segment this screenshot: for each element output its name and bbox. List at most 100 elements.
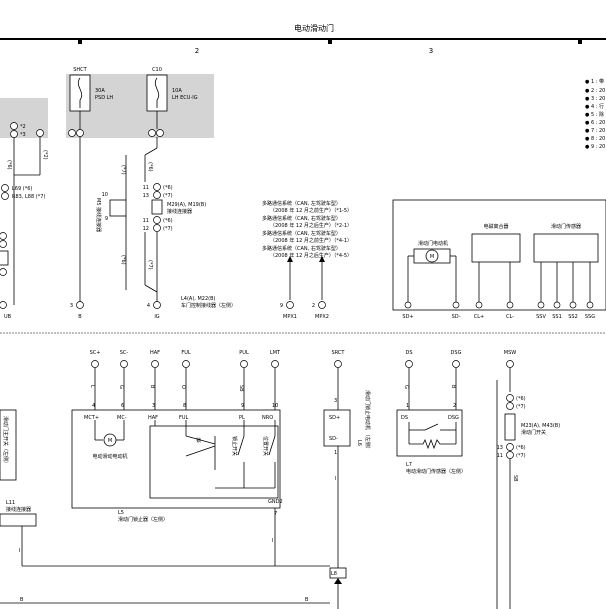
component-name: L11: [6, 500, 15, 506]
connector-pin: [334, 360, 342, 368]
wire-code: G: [403, 385, 409, 389]
fuse-element: [77, 77, 83, 108]
connector-pin: [506, 394, 514, 402]
mux-note: 多路通信系统（CAN, 右驾驶车型）: [262, 245, 341, 252]
terminal-label: UB: [4, 314, 12, 320]
pin-code: (*7): [163, 193, 173, 199]
terminal-label: IG: [154, 314, 159, 320]
arrow-icon: [319, 256, 325, 262]
pin-number: 13: [497, 445, 503, 451]
connector-pin: [537, 301, 545, 309]
connector-pin: [553, 301, 561, 309]
motor-symbol: M: [108, 438, 112, 444]
wire-marker: I: [19, 548, 20, 554]
connector-pin: [318, 301, 326, 309]
connector-pin: [0, 301, 7, 309]
l6-lock-motor: [323, 409, 351, 447]
pin-number: 2: [453, 403, 456, 409]
connector-pin: [286, 301, 294, 309]
conn-note: L69 (*6): [12, 186, 32, 192]
pin-code: (*6): [516, 445, 526, 451]
l5-pins: 4 6 3 8 9 10 MCT+ MC- HAF FUL PL NRO: [84, 403, 278, 421]
wire-code: (*6): [6, 160, 12, 170]
terminal-label: LMT: [270, 350, 281, 356]
legend-item: ● 2 : 20: [585, 88, 605, 94]
terminal-label: HAF: [150, 350, 160, 356]
pin-number: 2: [312, 303, 315, 309]
connector-pin: [452, 360, 460, 368]
legend-item: ● 3 : 20: [585, 96, 605, 102]
connector-block: [151, 199, 163, 215]
connector-pin: [452, 301, 460, 309]
ground-icon: [334, 578, 342, 584]
component-name: M23(A), M43(B): [521, 423, 560, 429]
pin-number: 3: [334, 398, 337, 404]
connector-pin: [1, 184, 9, 192]
connector-pin: [36, 129, 44, 137]
legend-item: ● 1 : 带: [585, 79, 604, 85]
terminal-label: B: [78, 314, 82, 320]
connector-pin: [586, 301, 594, 309]
connector-desc: M5 接线连接器: [95, 198, 102, 232]
pin-code: (*6): [516, 396, 526, 402]
component-desc: 电动滑动门传感器（左侧）: [406, 468, 466, 475]
mux-note: （2008 年 12 月之前生产）（*4-1）: [270, 237, 352, 244]
component-name: L5: [118, 510, 124, 516]
terminal-label: SD+: [402, 314, 413, 320]
switch-label: 锁: [196, 437, 201, 444]
terminal-label: SS2: [568, 314, 578, 320]
connector-block: [0, 250, 9, 266]
connector-pin: [0, 240, 7, 248]
pin-code: (*7): [516, 404, 526, 410]
pin-number: 1: [406, 403, 409, 409]
m23-door-switch: (*6) (*7) M23(A), M43(B) 滑动门开关 13 11 (*6…: [496, 368, 560, 609]
connector-block: [504, 413, 516, 441]
legend: ● 1 : 带 ● 2 : 20 ● 3 : 20 ● 4 : 行 ● 5 : …: [585, 79, 605, 150]
wire-code: (*7): [120, 165, 126, 175]
mux-note: 多路通信系统（CAN, 右驾驶车型）: [262, 215, 341, 222]
wire-marker: I: [272, 538, 273, 544]
l5-switch-area: [149, 425, 279, 499]
connector-pin: [76, 301, 84, 309]
pin-code: *2: [20, 124, 26, 130]
pin-number: 11: [143, 185, 149, 191]
legend-item: ● 4 : 行: [585, 103, 604, 110]
connector-pin: [240, 360, 248, 368]
switch-contact: [185, 445, 216, 457]
switch-label: 锁止开关: [231, 436, 238, 456]
left-bottom: 滑动门主开关（左侧） L11 接线连接器 I: [0, 409, 330, 567]
pin-number: 9: [241, 403, 244, 409]
pin-number: 6: [121, 403, 124, 409]
door-motor: 滑动门电动机 M: [407, 240, 457, 305]
terminal-label: PUL: [239, 350, 249, 356]
fuse-name: LH ECU-IG: [172, 95, 198, 101]
wire-code: B: [305, 597, 309, 603]
sensor-box: [533, 233, 599, 263]
legend-item: ● 7 : 20: [585, 128, 605, 134]
connector-pin: [404, 301, 412, 309]
pin-label: DS: [401, 415, 408, 421]
pin-number: 3: [70, 303, 73, 309]
resistor-icon: [409, 438, 456, 450]
pin-number: 10: [102, 192, 108, 198]
door-sensor: 滑动门传感器: [533, 223, 599, 305]
motor-icon: [425, 249, 439, 263]
connector-pin: [506, 402, 514, 410]
fuse-box: [66, 74, 214, 138]
pin-label: SD+: [329, 415, 340, 421]
pin-number: 11: [143, 218, 149, 224]
clutch-unit: 电磁离合器: [471, 223, 521, 305]
component-desc: 滑动门锁止电动机 （左侧）: [364, 390, 371, 452]
pin-number: 1: [334, 450, 337, 456]
conn-note: R83, L88 (*7): [12, 194, 45, 200]
fuse-element: [154, 77, 160, 108]
motor-label: 电动滑动电动机: [92, 453, 127, 460]
connector-pin: [76, 129, 84, 137]
mux-notes: 多路通信系统（CAN, 左驾驶车型） （2008 年 12 月之前生产）（*1-…: [262, 200, 352, 259]
fuse-amp: 10A: [172, 88, 182, 94]
connector-pin: [506, 360, 514, 368]
wire-code: B: [450, 385, 456, 389]
fuse-id: SHCT: [73, 67, 87, 73]
column-number-2: 2: [195, 47, 199, 55]
